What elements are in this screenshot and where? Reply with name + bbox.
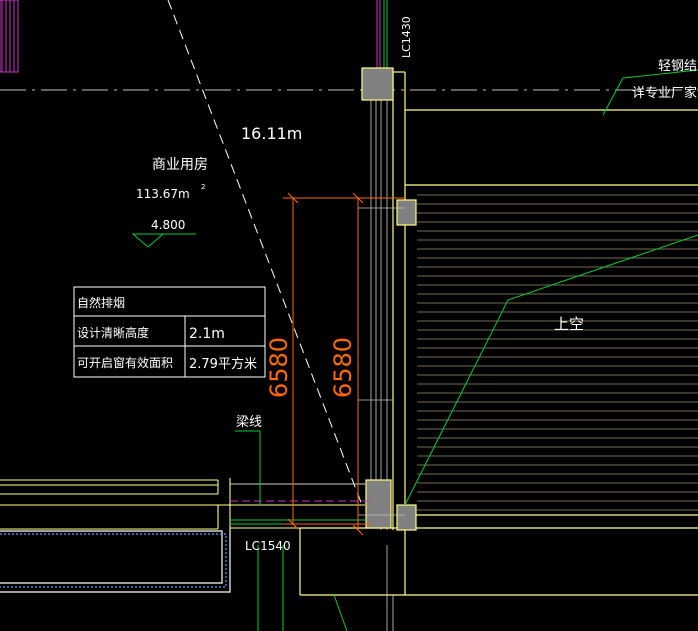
window-tag-bottom: LC1540: [245, 539, 291, 553]
area-value-label: 16.11m: [241, 124, 302, 143]
green-lines-bottom: [257, 545, 348, 631]
column-bottom-right: [396, 504, 417, 531]
table-title: 自然排烟: [77, 295, 125, 310]
beam-line-label: 梁线: [236, 415, 262, 430]
bottom-left-window-frame: [0, 530, 231, 593]
steel-note-line-1: 轻钢结: [658, 59, 697, 74]
elevation-label: 4.800: [151, 218, 185, 232]
table-row-1-value: 2.1m: [189, 326, 225, 342]
dimension-lines: [283, 192, 405, 536]
magenta-hatch-topleft: [0, 0, 19, 73]
table-row-1-label: 设计清晰高度: [77, 325, 149, 340]
leader-lines: [235, 69, 698, 506]
void-hatch-lines: [417, 194, 698, 511]
columns: [361, 67, 417, 531]
bottom-left-window-lines: [230, 483, 365, 529]
building-walls: [299, 71, 698, 596]
void-label: 上空: [554, 315, 584, 333]
elevation-marker: 4.800: [131, 218, 196, 248]
smoke-exhaust-table: 自然排烟 设计清晰高度 2.1m 可开启窗有效面积 2.79平方米: [73, 286, 266, 378]
dimension-extension-lines: [358, 207, 405, 516]
column-mid-right: [396, 199, 417, 226]
table-row-2-label: 可开启窗有效面积: [77, 355, 173, 370]
column-bottom-left: [365, 479, 392, 529]
room-name-label: 商业用房: [152, 157, 208, 173]
window-top-lines: [376, 0, 388, 70]
table-row-2-value: 2.79平方米: [189, 356, 257, 372]
window-glazing-lines: [370, 72, 394, 631]
column-top: [361, 67, 394, 101]
bottom-left-wall-band: [0, 478, 231, 530]
room-area-label: 113.67m: [136, 187, 190, 201]
diagonal-dashed-line: [167, 0, 363, 506]
dimension-right-label: 6580: [329, 337, 357, 398]
window-tag-top: LC1430: [400, 16, 413, 58]
room-area-superscript: 2: [201, 183, 205, 191]
steel-note-line-2: 详专业厂家: [632, 85, 697, 101]
dimension-left-label: 6580: [265, 337, 293, 398]
